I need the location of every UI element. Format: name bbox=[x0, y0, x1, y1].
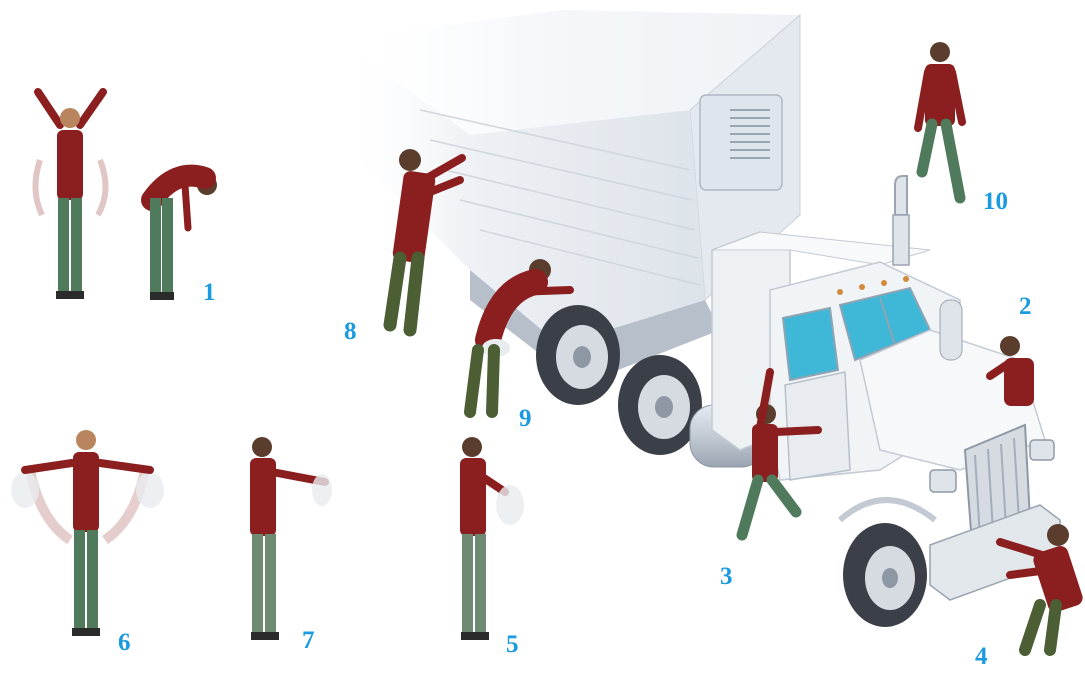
step-label-9: 9 bbox=[519, 406, 532, 431]
person-arm-circles bbox=[11, 430, 164, 636]
step-label-3: 3 bbox=[720, 564, 733, 589]
step-label-4: 4 bbox=[975, 644, 988, 669]
step-label-1: 1 bbox=[203, 280, 216, 305]
air-cleaner bbox=[940, 300, 962, 360]
cab-door bbox=[785, 372, 850, 480]
trailer-wheel-rear bbox=[536, 305, 620, 405]
person-arm-extension bbox=[250, 437, 332, 640]
step-label-10: 10 bbox=[983, 189, 1008, 214]
person-wrist-rotation bbox=[460, 437, 524, 640]
step-label-6: 6 bbox=[118, 630, 131, 655]
step-label-7: 7 bbox=[302, 628, 315, 653]
person-walking bbox=[918, 42, 962, 198]
step-label-5: 5 bbox=[506, 632, 519, 657]
side-window bbox=[783, 308, 838, 380]
exhaust-stack bbox=[895, 176, 907, 215]
front-wheel bbox=[843, 523, 927, 627]
person-arms-raised bbox=[35, 92, 105, 299]
step-label-8: 8 bbox=[344, 319, 357, 344]
reefer-grille bbox=[730, 110, 770, 158]
step-label-2: 2 bbox=[1019, 294, 1032, 319]
trailer-wheel-front bbox=[618, 355, 702, 455]
